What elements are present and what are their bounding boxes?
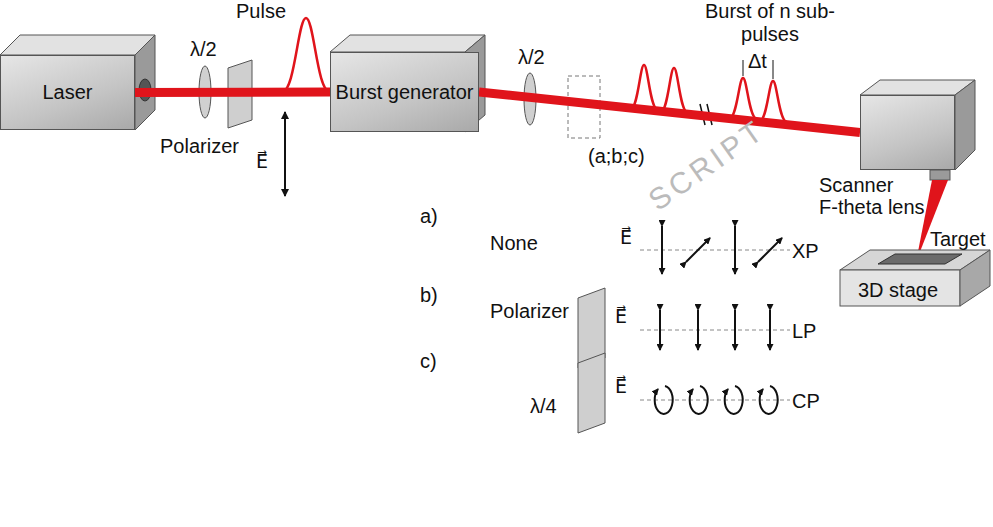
polarization-label: CP	[792, 390, 820, 413]
waveplate-label: λ/2	[518, 46, 545, 69]
option-letter: c)	[420, 350, 437, 373]
field-vector: E⃗	[615, 305, 627, 328]
node-label: Scanner	[819, 174, 894, 197]
option-label: (a;b;c)	[588, 145, 645, 168]
field-vector: E⃗	[256, 150, 268, 173]
field-vector: E⃗	[615, 375, 627, 398]
option-letter: b)	[420, 284, 438, 307]
laser-box: Laser	[0, 55, 135, 130]
delay-label: Δt	[748, 50, 767, 73]
target-label: Target	[930, 228, 986, 251]
option-name: λ/4	[530, 395, 557, 418]
scanner-box: ScannerF-theta lens	[860, 95, 955, 170]
option-name: None	[490, 232, 538, 255]
stage-label: 3D stage	[858, 279, 938, 302]
polarization-label: XP	[792, 240, 819, 263]
field-vector: E⃗	[620, 226, 632, 249]
option-letter: a)	[420, 205, 438, 228]
node-label: Burst generator	[336, 81, 474, 104]
waveplate-label: λ/2	[190, 38, 217, 61]
burst-generator-box: Burst generator	[330, 52, 479, 132]
polarizer-label: Polarizer	[160, 135, 239, 158]
node-label: F-theta lens	[819, 196, 925, 219]
pulse-label: Pulse	[236, 0, 286, 23]
polarization-label: LP	[792, 320, 816, 343]
option-name: Polarizer	[490, 300, 569, 323]
burst-label: Burst of n sub-pulses	[690, 0, 850, 46]
node-label: Laser	[42, 81, 92, 104]
watermark: SCRIPT	[642, 113, 771, 218]
laser-beam	[479, 92, 860, 133]
laser-beam	[135, 88, 330, 98]
